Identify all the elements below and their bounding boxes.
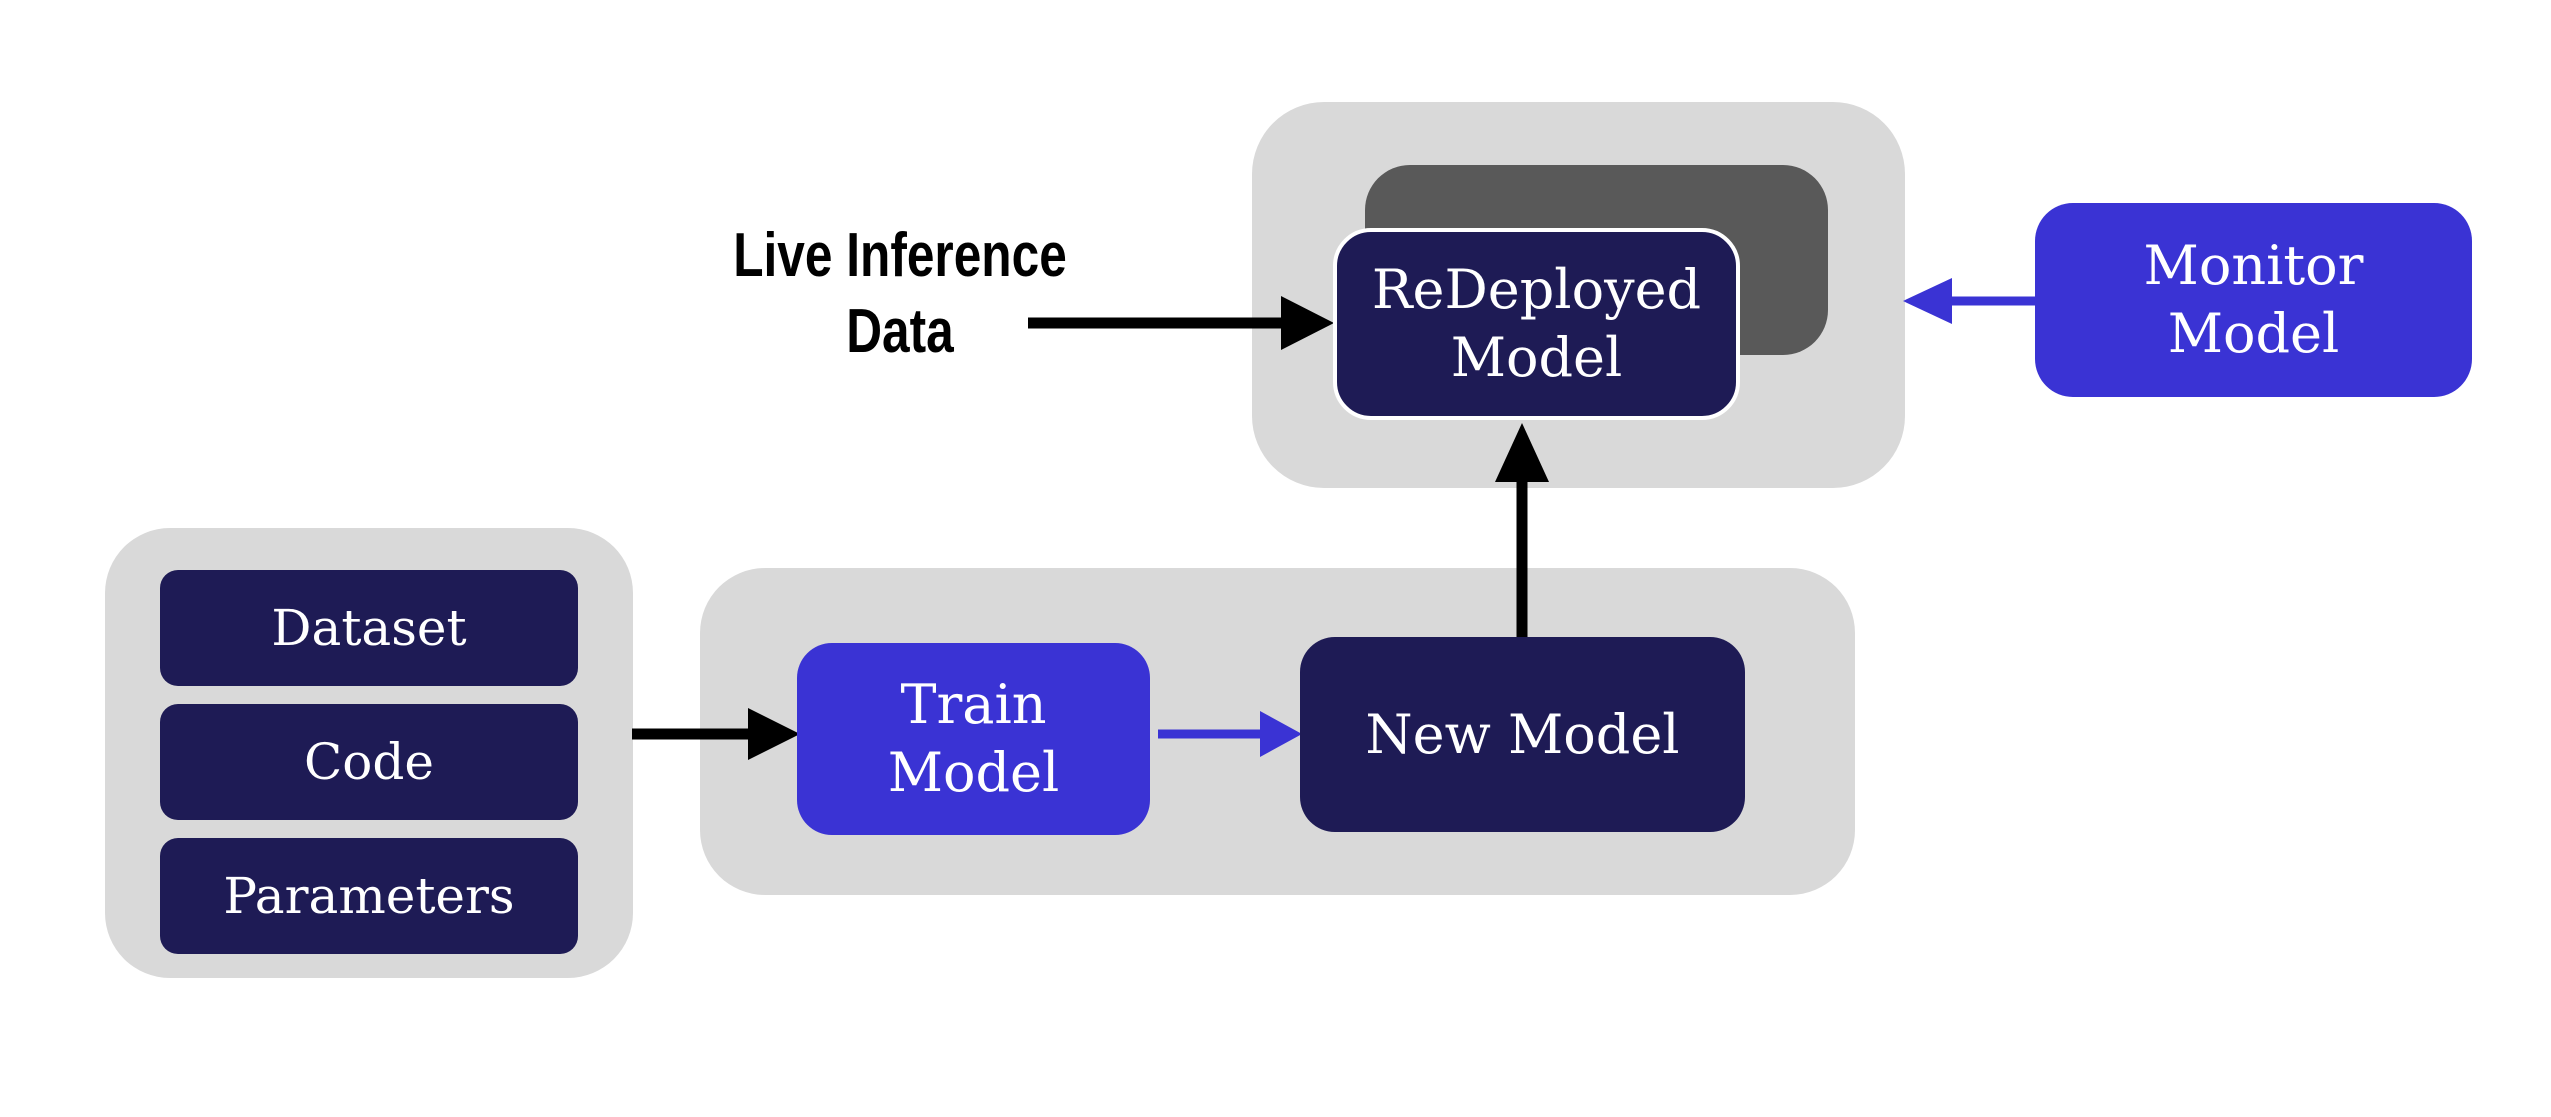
parameters-label: Parameters	[223, 867, 515, 925]
new-model-node: New Model	[1300, 637, 1745, 832]
redeployed-model-label: ReDeployed Model	[1371, 258, 1702, 389]
monitor-model-label: Monitor Model	[2143, 234, 2364, 365]
arrow-monitor-to-deployment	[1903, 278, 2037, 324]
redeployed-model-node: ReDeployed Model	[1333, 228, 1740, 420]
dataset-label: Dataset	[271, 599, 467, 657]
dataset-node: Dataset	[160, 570, 578, 686]
new-model-label: New Model	[1365, 702, 1680, 766]
code-label: Code	[304, 733, 434, 791]
train-model-label: Train Model	[887, 673, 1060, 804]
live-inference-data-label: Live Inference Data	[733, 221, 1067, 366]
code-node: Code	[160, 704, 578, 820]
train-model-node: Train Model	[797, 643, 1150, 835]
parameters-node: Parameters	[160, 838, 578, 954]
monitor-model-node: Monitor Model	[2035, 203, 2472, 397]
